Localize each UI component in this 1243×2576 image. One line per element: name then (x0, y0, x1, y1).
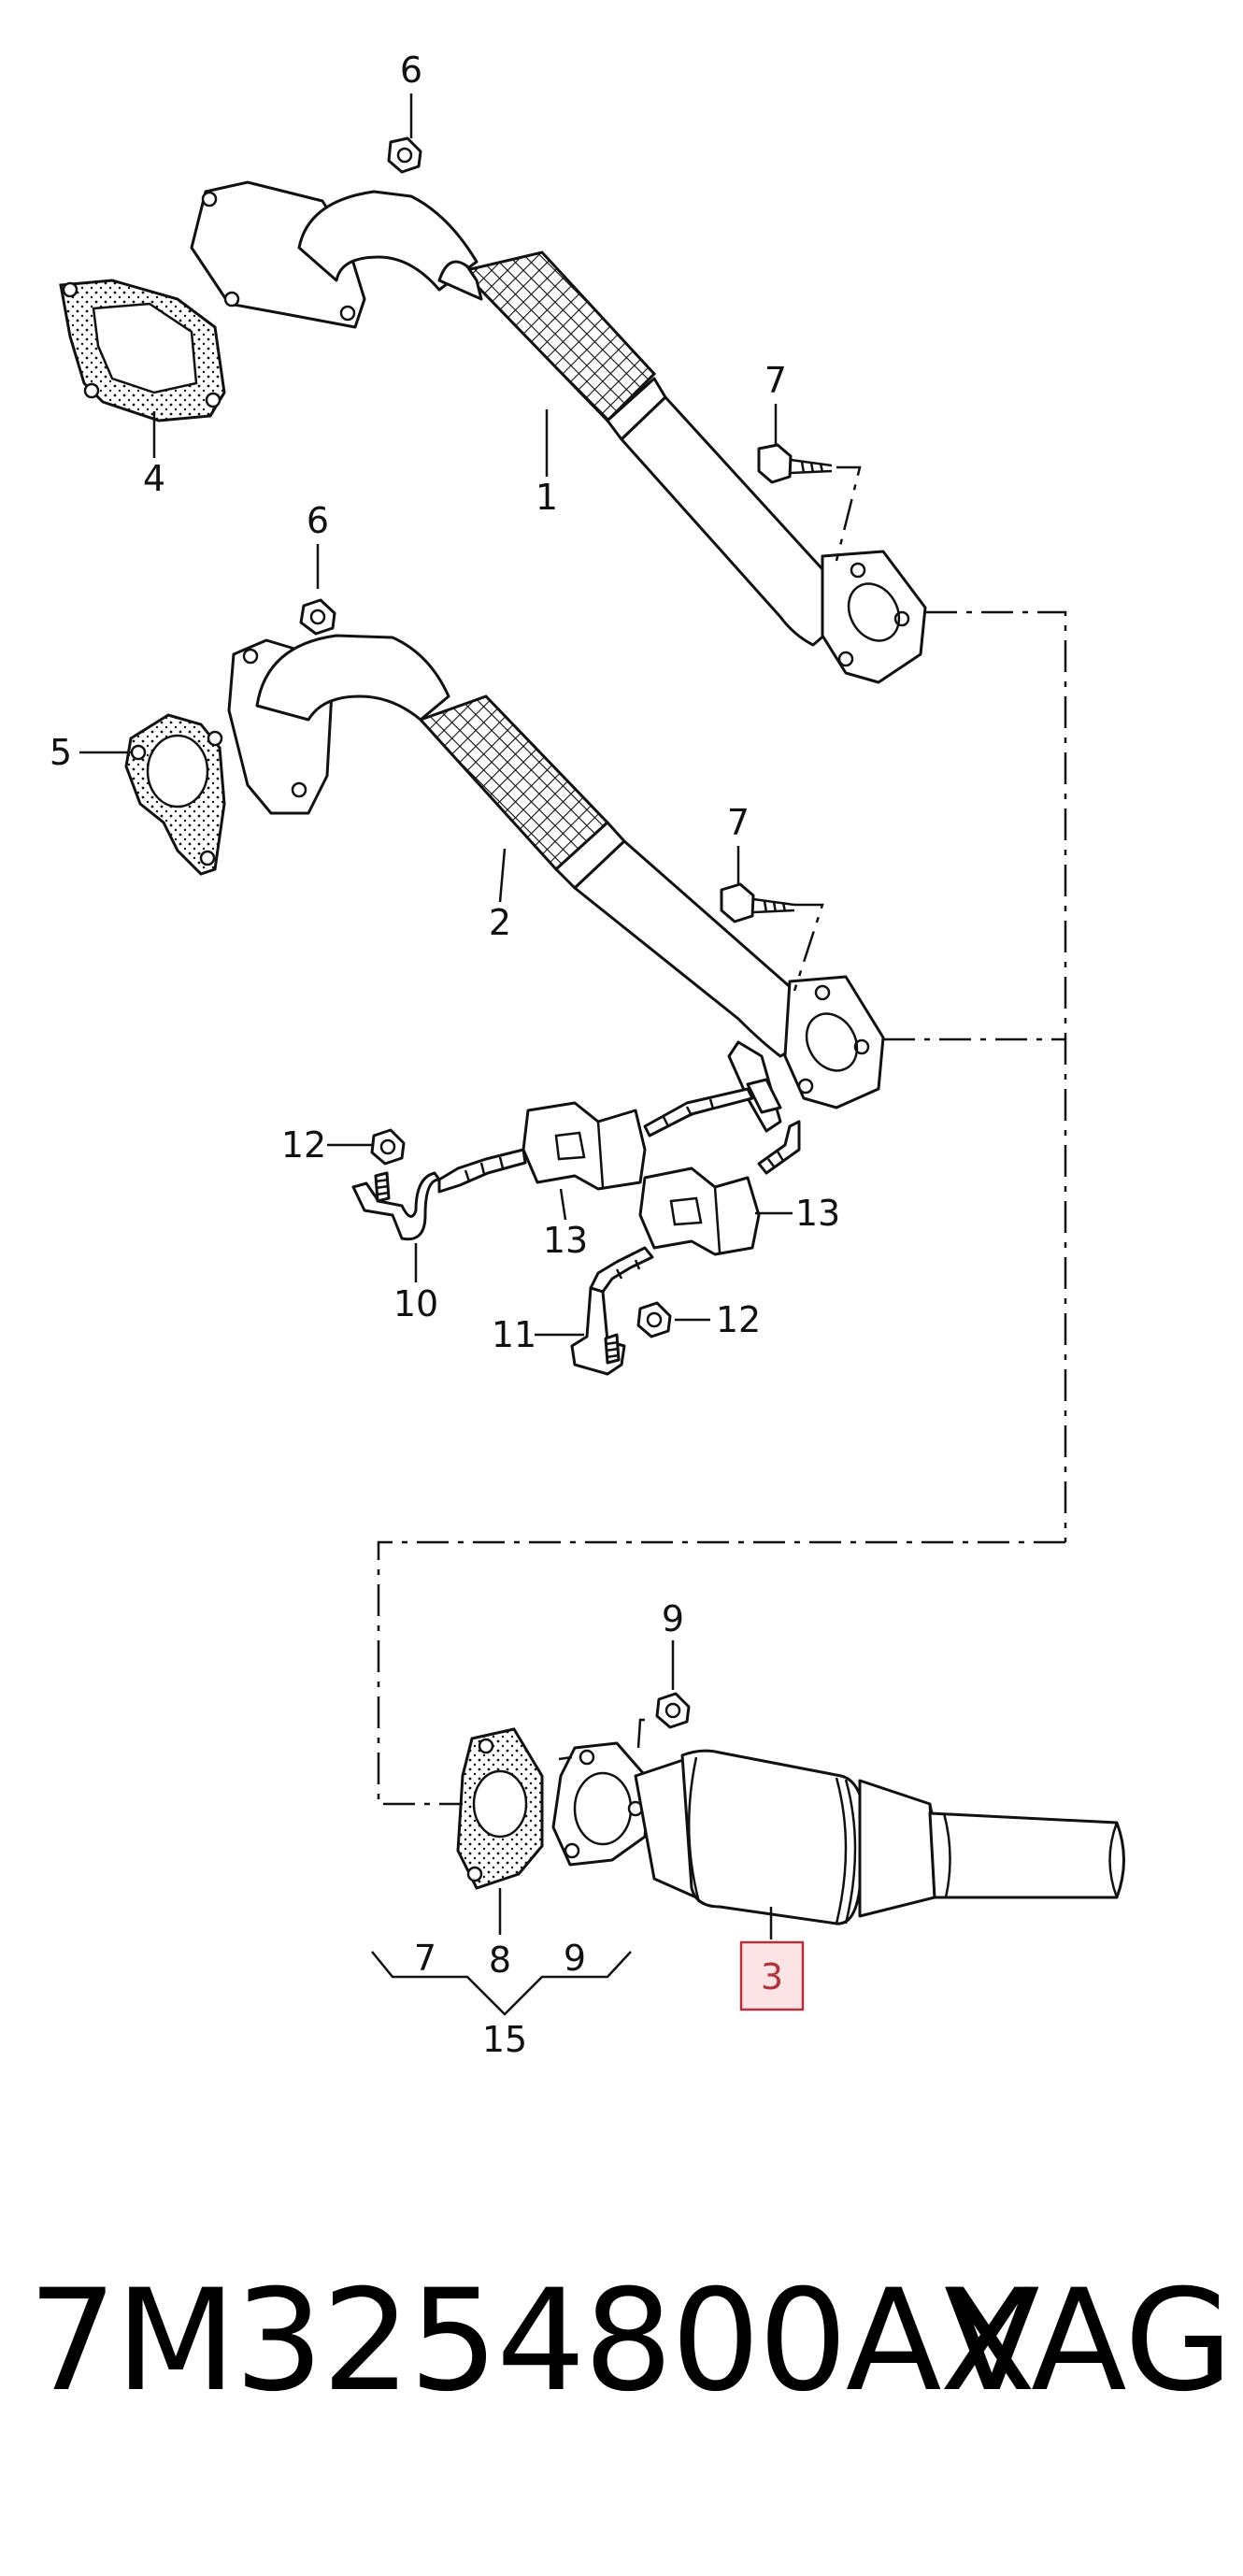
front-pipe-2 (227, 634, 885, 1133)
callout-9-top: 9 (662, 1598, 684, 1639)
leader-lines (79, 93, 793, 2016)
bracket-10 (351, 1148, 527, 1241)
nut-6-middle (299, 598, 336, 636)
footer: 7M3254800AX VAG (0, 2271, 1243, 2477)
callout-7-middle: 7 (727, 802, 750, 843)
callout-4: 4 (143, 458, 165, 499)
rubber-mount-13-left (521, 1101, 647, 1191)
callout-11: 11 (492, 1314, 536, 1355)
part-number: 7M3254800AX (28, 2260, 1036, 2423)
callout-3[interactable]: 3 (761, 1956, 783, 1997)
rubber-mount-13-right (638, 1166, 761, 1256)
catalytic-converter-3 (551, 1741, 1125, 1925)
bolt-7-middle (720, 882, 795, 923)
gasket-4 (59, 279, 226, 422)
callout-13-left: 13 (543, 1220, 588, 1261)
nut-12-right (636, 1301, 672, 1338)
hanger-rods (643, 1078, 801, 1175)
callout-12-left: 12 (281, 1124, 326, 1166)
bracket-11 (570, 1246, 654, 1376)
callout-6-middle: 6 (307, 500, 329, 541)
callout-9-bottom: 9 (564, 1938, 586, 1979)
callout-labels: 6 7 4 1 6 5 7 2 12 13 13 10 12 11 9 7 8 … (50, 50, 840, 2060)
callout-7-upper: 7 (764, 360, 787, 401)
callout-8: 8 (489, 1939, 511, 1981)
callout-1: 1 (536, 477, 558, 518)
highlight-box-3[interactable] (739, 1940, 805, 2011)
gasket-8 (456, 1727, 544, 1890)
nut-12-left (370, 1128, 406, 1166)
nut-9 (655, 1692, 691, 1729)
callout-15: 15 (482, 2019, 527, 2060)
callout-13-right: 13 (795, 1193, 840, 1234)
callout-6-upper: 6 (400, 50, 422, 91)
callout-12-right: 12 (716, 1299, 761, 1340)
callout-2: 2 (489, 902, 511, 943)
callout-10: 10 (393, 1283, 438, 1324)
callout-7-bottom: 7 (414, 1938, 436, 1979)
brand-name: VAG (944, 2260, 1234, 2423)
bolt-7-upper (757, 443, 833, 484)
nut-6-upper (387, 136, 422, 174)
callout-5: 5 (50, 732, 72, 773)
front-pipe-1 (190, 180, 927, 684)
gasket-5 (124, 713, 226, 876)
assembly-lines (377, 465, 1067, 1806)
